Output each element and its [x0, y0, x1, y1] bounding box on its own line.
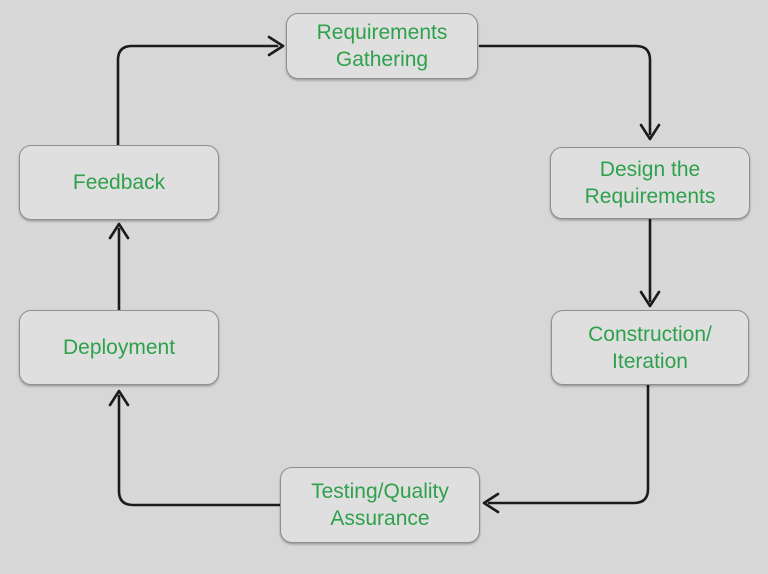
node-testing-quality-assurance: Testing/Quality Assurance: [280, 467, 480, 543]
node-label: Deployment: [62, 336, 176, 359]
arrow-construction-iteration-to-testing-quality-assurance: [482, 383, 650, 514]
arrow-requirements-gathering-to-design-the-requirements: [478, 44, 661, 141]
arrow-deployment-to-feedback: [108, 222, 130, 312]
node-label: Design the Requirements: [584, 158, 716, 208]
node-requirements-gathering: Requirements Gathering: [286, 13, 478, 79]
node-deployment: Deployment: [19, 310, 219, 385]
arrow-design-the-requirements-to-construction-iteration: [639, 217, 661, 308]
node-construction-iteration: Construction/ Iteration: [551, 310, 749, 385]
node-label: Construction/ Iteration: [588, 322, 712, 373]
arrow-testing-quality-assurance-to-deployment: [108, 389, 282, 507]
node-design-the-requirements: Design the Requirements: [550, 147, 750, 219]
node-label: Requirements Gathering: [316, 21, 448, 71]
node-label: Testing/Quality Assurance: [311, 480, 449, 530]
node-feedback: Feedback: [19, 145, 219, 220]
node-label: Feedback: [72, 171, 166, 194]
arrow-feedback-to-requirements-gathering: [116, 35, 285, 147]
